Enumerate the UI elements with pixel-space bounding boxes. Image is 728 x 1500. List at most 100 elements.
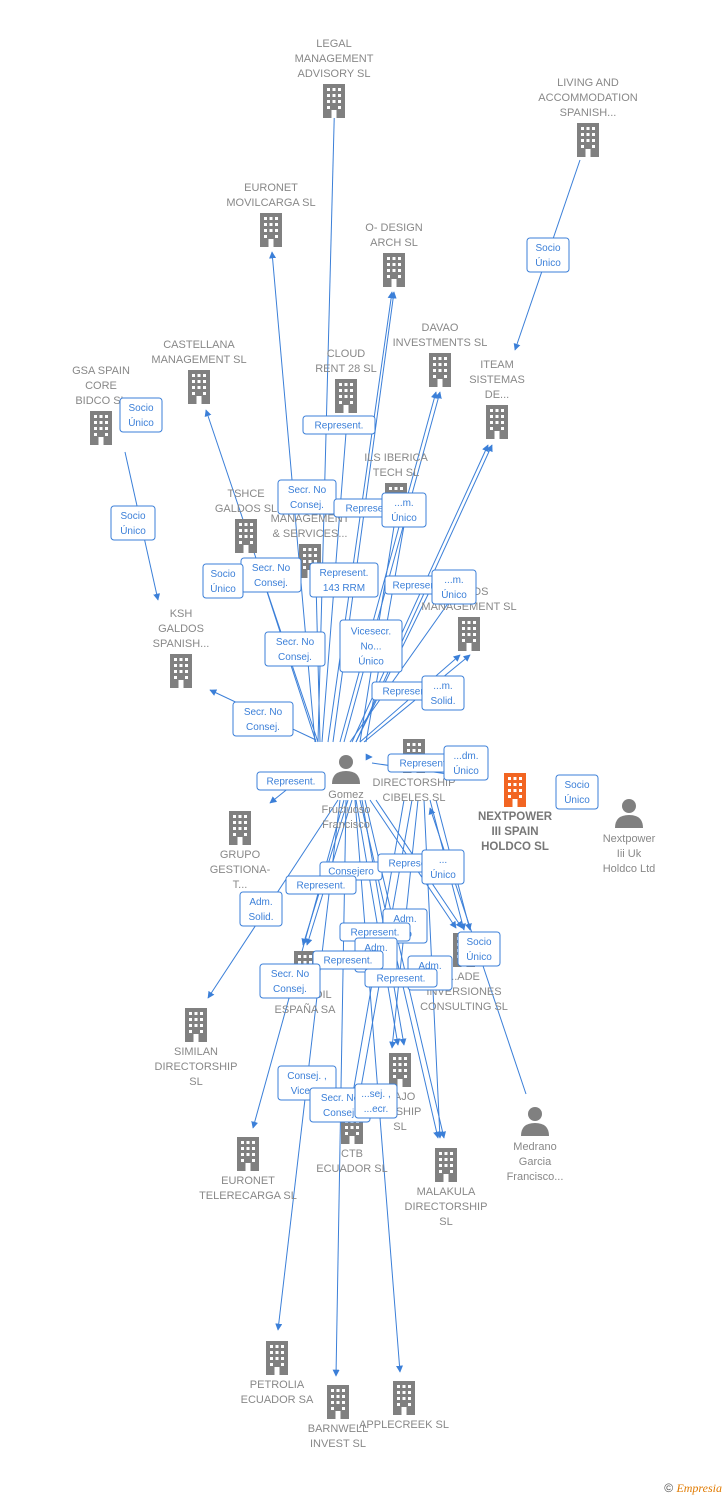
node-label: Gomez — [328, 789, 363, 801]
edge-label-text: Socio — [535, 243, 560, 254]
node-ksh[interactable]: KSHGALDOSSPANISH... — [153, 608, 210, 688]
edge-label-box — [381, 492, 427, 528]
node-medrano[interactable]: MedranoGarciaFrancisco... — [507, 1107, 564, 1183]
node-grupo[interactable]: GRUPOGESTIONA-T... — [210, 811, 271, 891]
node-iteam[interactable]: ITEAMSISTEMASDE... — [469, 359, 525, 439]
node-label: SIMILAN — [174, 1046, 218, 1058]
node-applecreek[interactable]: APPLECREEK SL — [359, 1381, 449, 1431]
node-label: GRUPO — [220, 849, 261, 861]
node-living[interactable]: LIVING ANDACCOMMODATIONSPANISH... — [538, 77, 638, 157]
edge-label-text: Adm. — [364, 943, 387, 954]
edge-line — [343, 391, 442, 743]
building-icon — [429, 353, 451, 387]
building-icon — [237, 1137, 259, 1171]
edge-label-box — [256, 771, 326, 791]
building-icon — [435, 1148, 457, 1182]
node-label: KSH — [170, 608, 193, 620]
edge-label-box — [202, 563, 244, 599]
edge-label-text: Represent. — [351, 928, 400, 939]
edge-label-box — [457, 931, 501, 967]
edge-label-text: Consej. — [254, 578, 288, 589]
edge-label-box — [354, 1083, 398, 1119]
building-icon — [577, 123, 599, 157]
edge-label-text: ...ecr. — [364, 1104, 388, 1115]
edge-label-text: Represent. — [315, 421, 364, 432]
node-label: BARNWELL — [308, 1423, 369, 1435]
node-odesign[interactable]: O- DESIGN ARCH SL — [365, 222, 423, 287]
edge-label-text: Secr. No — [288, 485, 327, 496]
node-label: DIRECTORSHIP — [373, 777, 456, 789]
edge-label-text: Represent. — [320, 568, 369, 579]
edge-label-text: Consej. — [290, 500, 324, 511]
node-label: ...ADE — [448, 971, 480, 983]
edge-label-text: Represent. — [377, 974, 426, 985]
edge-label-box — [277, 479, 337, 515]
node-label: BIDCO SL — [75, 395, 126, 407]
edge-label-text: ...sej. , — [361, 1089, 390, 1100]
node-label: APPLECREEK SL — [359, 1419, 449, 1431]
node-label: SL — [439, 1216, 452, 1228]
edge-label: ...dm.Único — [443, 745, 489, 781]
node-label: SISTEMAS — [469, 374, 525, 386]
person-icon — [615, 799, 643, 828]
node-label: ADVISORY SL — [298, 68, 371, 80]
edge-label: Represent. — [302, 415, 376, 435]
edge-label-text: Vicesecr. — [351, 627, 391, 638]
edge-label-text: Único — [535, 256, 561, 269]
building-icon — [170, 654, 192, 688]
node-manage[interactable]: MANAGEMENT& SERVICES... — [271, 513, 350, 578]
node-dircib[interactable]: DIRECTORSHIP CIBELES SL — [373, 739, 456, 804]
building-icon — [327, 1385, 349, 1419]
edge-label-text: Represent. — [297, 881, 346, 892]
node-label: ITEAM — [480, 359, 514, 371]
edge-label: Represent. — [312, 950, 384, 970]
edge-label-text: Adm. — [418, 961, 441, 972]
node-label: INVESTMENTS SL — [393, 337, 488, 349]
node-label: SL — [393, 1121, 406, 1133]
node-label: O- DESIGN — [365, 222, 423, 234]
node-label: CTB — [341, 1148, 363, 1160]
edge-label-text: Consej. , — [287, 1071, 326, 1082]
edge-label-text: Represent. — [267, 777, 316, 788]
node-label: TECH SL — [373, 467, 419, 479]
edge-label-text: Secr. No — [252, 563, 291, 574]
node-label: CIBELES SL — [383, 792, 446, 804]
node-label: GESTIONA- — [210, 864, 271, 876]
edge-label-text: Adm. — [249, 897, 272, 908]
node-label: Fructuoso — [322, 804, 371, 816]
node-label: HOLDCO SL — [481, 841, 549, 853]
node-label: Holdco Ltd — [603, 863, 656, 875]
edge-label-text: Represent. — [389, 859, 438, 870]
edge-label-text: No... — [360, 642, 381, 653]
edge-label-box — [431, 569, 477, 605]
node-label: EURONET — [221, 1175, 275, 1187]
node-label: SPANISH... — [560, 107, 617, 119]
edge-label-text: ...m. — [444, 575, 463, 586]
building-icon — [188, 370, 210, 404]
node-label: GALDOS — [158, 623, 204, 635]
node-label: ARCH SL — [370, 237, 418, 249]
